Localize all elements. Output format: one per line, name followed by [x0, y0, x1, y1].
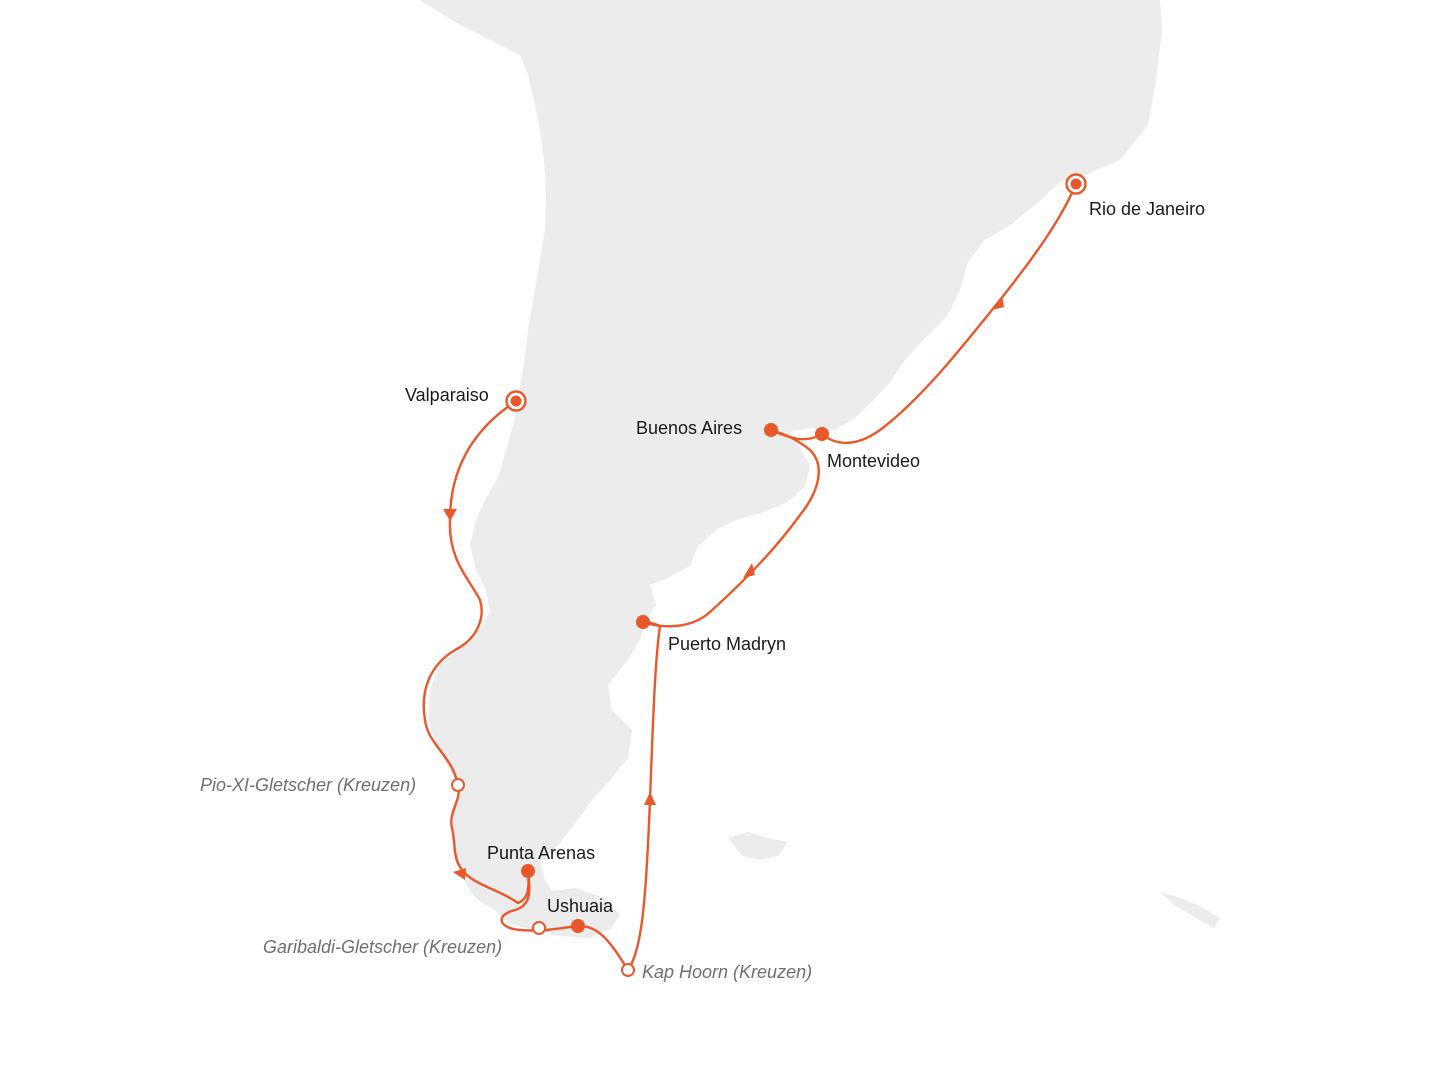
arrow-strait: [453, 868, 466, 880]
marker-rio[interactable]: [1065, 173, 1087, 195]
label-buenos-aires: Buenos Aires: [636, 418, 743, 438]
port-markers: [451, 173, 1087, 977]
label-puerto-madryn: Puerto Madryn: [668, 634, 787, 654]
label-ushuaia: Ushuaia: [547, 896, 614, 916]
route-montevideo-rio: [820, 182, 1078, 444]
label-punta-arenas: Punta Arenas: [487, 843, 596, 863]
tierra-del-fuego-land: [545, 888, 620, 934]
marker-pio-xi[interactable]: [451, 778, 465, 792]
marker-punta-arenas[interactable]: [521, 864, 535, 878]
route-puerto-madryn-buenos-aires: [641, 428, 820, 628]
label-montevideo: Montevideo: [827, 451, 921, 471]
label-kap-hoorn: Kap Hoorn (Kreuzen): [642, 962, 813, 982]
marker-montevideo[interactable]: [815, 427, 829, 441]
marker-ushuaia[interactable]: [571, 919, 585, 933]
arrow-to-buenos-aires: [743, 563, 755, 578]
arrow-south-coast: [443, 509, 457, 521]
route-valparaiso-pio-xi: [422, 399, 518, 787]
route-kap-hoorn-puerto-madryn: [626, 620, 662, 972]
label-pio-xi: Pio-XI-Gletscher (Kreuzen): [200, 775, 417, 795]
label-valparaiso: Valparaiso: [405, 385, 489, 405]
label-garibaldi: Garibaldi-Gletscher (Kreuzen): [263, 937, 503, 957]
label-rio: Rio de Janeiro: [1089, 199, 1206, 219]
marker-buenos-aires[interactable]: [764, 423, 778, 437]
marker-puerto-madryn[interactable]: [636, 615, 650, 629]
falkland-islands-land: [728, 832, 788, 860]
marker-valparaiso[interactable]: [505, 390, 527, 412]
marker-garibaldi[interactable]: [532, 921, 546, 935]
arrow-to-rio: [992, 296, 1004, 310]
arrow-north-atlantic: [644, 792, 656, 805]
cruise-route: [422, 182, 1078, 972]
south-georgia-land: [1160, 892, 1220, 928]
south-america-land: [420, 0, 1162, 938]
route-punta-arenas-ushuaia: [500, 869, 580, 932]
route-arrows: [443, 296, 1004, 880]
marker-kap-hoorn[interactable]: [621, 963, 635, 977]
